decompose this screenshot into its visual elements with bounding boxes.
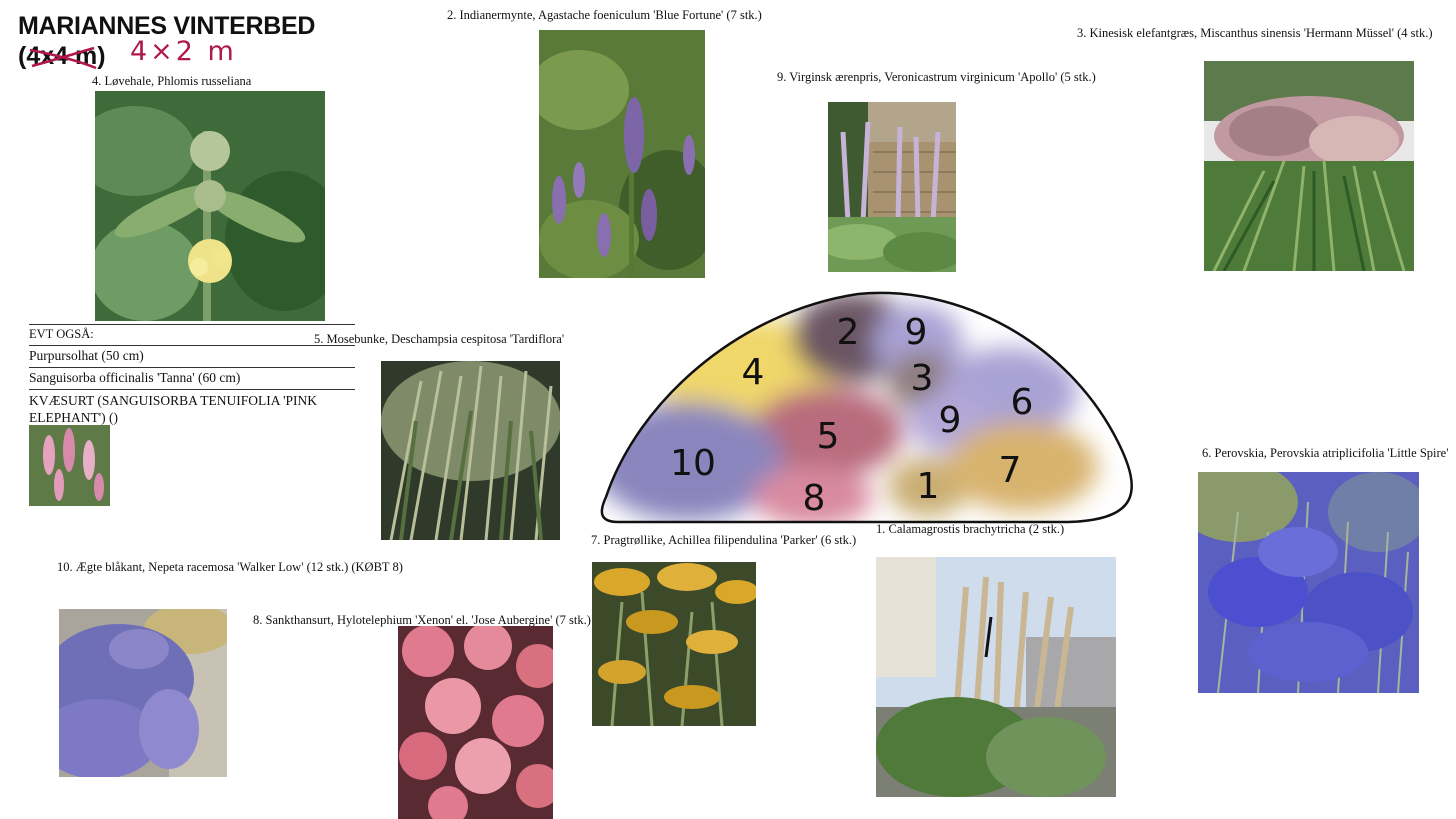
bed-label: 8	[803, 478, 826, 519]
bed-label: 2	[837, 312, 860, 353]
photo-veronicastrum	[828, 102, 956, 272]
strike-mark	[29, 46, 97, 70]
crossed-out-size: (4x4 m)	[18, 42, 106, 71]
bed-label: 3	[911, 358, 934, 399]
zone-1	[888, 457, 968, 517]
bed-label: 6	[1011, 382, 1034, 423]
bed-plan: 4 2 9 3 9 6 5 10 8 1 7	[598, 282, 1138, 527]
bed-label: 5	[817, 416, 840, 457]
photo-sanguisorba	[29, 425, 110, 506]
photo-miscanthus	[1204, 61, 1414, 271]
bed-label: 10	[670, 443, 716, 484]
photo-calamagrostis	[876, 557, 1116, 797]
caption-plant-3: 3. Kinesisk elefantgræs, Miscanthus sine…	[1077, 26, 1433, 40]
page-title: MARIANNES VINTERBED	[18, 12, 316, 40]
photo-deschampsia	[381, 361, 560, 540]
caption-plant-9: 9. Virginsk ærenpris, Veronicastrum virg…	[777, 70, 1096, 84]
photo-hylotelephium	[398, 626, 553, 819]
caption-plant-5: 5. Mosebunke, Deschampsia cespitosa 'Tar…	[314, 332, 565, 346]
bed-outline	[600, 291, 1133, 524]
photo-perovskia	[1198, 472, 1419, 693]
caption-plant-4: 4. Løvehale, Phlomis russeliana	[92, 74, 252, 88]
photo-agastache	[539, 30, 705, 278]
handwritten-size: 4×2 m	[130, 36, 237, 67]
caption-plant-7: 7. Pragtrøllike, Achillea filipendulina …	[591, 533, 857, 547]
bed-label: 9	[905, 312, 928, 353]
photo-nepeta	[59, 609, 227, 777]
photo-achillea	[592, 562, 756, 726]
alternatives-heading: EVT OGSÅ:	[29, 324, 355, 345]
zone-7	[948, 422, 1098, 512]
caption-plant-6: 6. Perovskia, Perovskia atriplicifolia '…	[1202, 446, 1449, 460]
photo-phlomis	[95, 91, 325, 321]
zone-8	[753, 467, 873, 522]
bed-label: 4	[742, 352, 765, 393]
caption-plant-2: 2. Indianermynte, Agastache foeniculum '…	[447, 8, 762, 22]
alternatives-list: EVT OGSÅ: Purpursolhat (50 cm) Sanguisor…	[29, 324, 355, 429]
zone-5	[753, 387, 903, 477]
caption-plant-8: 8. Sankthansurt, Hylotelephium 'Xenon' e…	[253, 613, 591, 627]
caption-plant-10: 10. Ægte blåkant, Nepeta racemosa 'Walke…	[57, 560, 403, 574]
alternative-item: Sanguisorba officinalis 'Tanna' (60 cm)	[29, 367, 355, 389]
bed-label: 9	[939, 400, 962, 441]
alternative-item: Purpursolhat (50 cm)	[29, 345, 355, 367]
caption-plant-1: 1. Calamagrostis brachytricha (2 stk.)	[876, 522, 1065, 536]
bed-label: 7	[999, 450, 1022, 491]
alternative-item: KVÆSURT (SANGUISORBA TENUIFOLIA 'PINK EL…	[29, 389, 355, 429]
bed-label: 1	[917, 466, 940, 507]
